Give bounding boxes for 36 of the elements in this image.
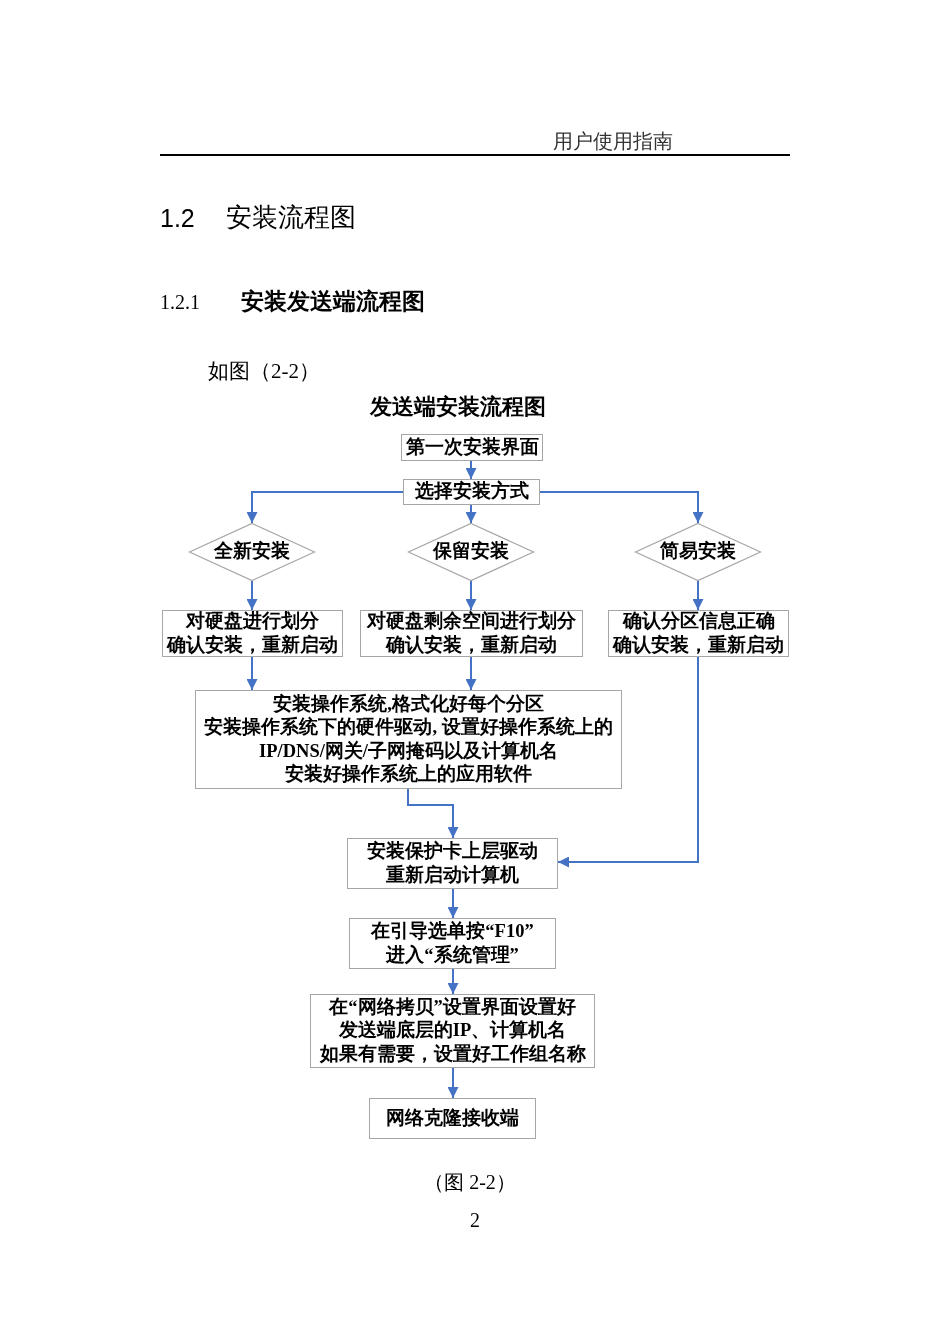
arrow — [465, 656, 477, 691]
section-title: 安装流程图 — [226, 202, 356, 234]
process-box: 安装操作系统,格式化好每个分区安装操作系统下的硬件驱动, 设置好操作系统上的IP/DNS/网关/子网掩码以及计算机名安装好操作系统上的应用软件 — [195, 690, 622, 789]
subsection-title: 安装发送端流程图 — [241, 288, 425, 316]
arrow — [692, 580, 704, 611]
decision-diamond: 保留安装 — [408, 523, 534, 581]
diagram-title: 发送端安装流程图 — [370, 395, 546, 421]
page-number: 2 — [470, 1208, 480, 1232]
process-box: 在“网络拷贝”设置界面设置好发送端底层的IP、计算机名如果有需要，设置好工作组名称 — [310, 994, 595, 1068]
body-text: 如图（2-2） — [208, 359, 320, 385]
process-box: 在引导选单按“F10”进入“系统管理” — [349, 918, 556, 969]
section-number: 1.2 — [160, 203, 195, 233]
arrow — [465, 460, 477, 480]
process-box: 确认分区信息正确确认安装，重新启动 — [608, 610, 789, 657]
process-box: 对硬盘进行划分确认安装，重新启动 — [162, 610, 343, 657]
arrow — [557, 656, 699, 868]
subsection-number: 1.2.1 — [160, 290, 200, 314]
decision-diamond: 全新安装 — [189, 523, 315, 581]
process-box: 安装保护卡上层驱动重新启动计算机 — [347, 838, 558, 889]
arrow — [465, 504, 477, 524]
process-box: 选择安装方式 — [403, 479, 540, 505]
figure-caption: （图 2-2） — [424, 1170, 516, 1194]
arrow — [447, 1067, 459, 1099]
arrow — [246, 491, 404, 524]
process-box: 对硬盘剩余空间进行划分确认安装，重新启动 — [360, 610, 583, 657]
arrow — [246, 580, 258, 611]
arrow — [246, 656, 258, 691]
process-box: 第一次安装界面 — [401, 434, 543, 461]
process-box: 网络克隆接收端 — [369, 1098, 536, 1139]
arrow — [539, 491, 704, 524]
arrow — [465, 580, 477, 611]
decision-diamond: 简易安装 — [635, 523, 761, 581]
arrow — [407, 788, 459, 839]
running-header: 用户使用指南 — [553, 130, 673, 154]
arrow — [447, 888, 459, 919]
arrow — [447, 968, 459, 995]
